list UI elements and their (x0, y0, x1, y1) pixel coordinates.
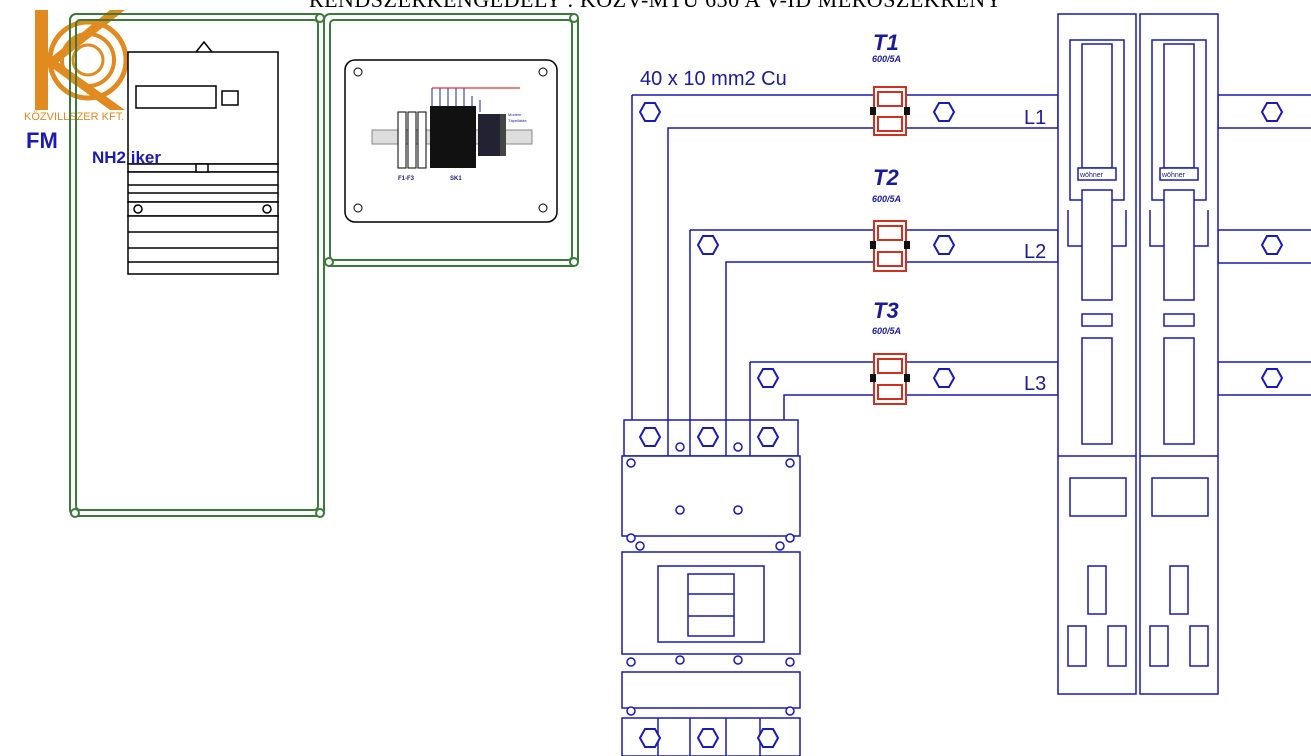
ct-t1-ratio: 600/5A (872, 54, 901, 64)
ct-t2-ratio: 600/5A (872, 194, 901, 204)
phase-l1: L1 (1024, 107, 1046, 129)
phase-l3: L3 (1024, 373, 1046, 395)
modem-label-2: Tápellátás (508, 118, 526, 123)
meter-cabinet (69, 13, 325, 518)
fuse-base-2: wöhner (1139, 13, 1219, 695)
ct-t3-ratio: 600/5A (872, 326, 901, 336)
ct-t2: T2 600/5A (870, 165, 910, 272)
phase-l2: L2 (1024, 241, 1046, 263)
modem-panel: F1-F3 SK1 Modem Tápellátás (344, 59, 558, 223)
page-title: RENDSZERKENGEDÉLY : KÖZV-MTU 630 A V-ID … (0, 0, 1311, 13)
ct-t3-name: T3 (873, 298, 899, 323)
ct-t1-name: T1 (873, 30, 899, 55)
fuse-base-1-brand: wöhner (1079, 172, 1104, 179)
fuse-label: F1-F3 (398, 176, 415, 182)
logo-company-name: KÖZVILLSZER KFT. (24, 111, 124, 123)
meter-label: NH2 iker (92, 148, 161, 167)
ct-t2-name: T2 (873, 165, 899, 190)
electricity-meter (127, 40, 279, 275)
bolts (638, 102, 1284, 388)
fuse-base-1: wöhner (1057, 13, 1137, 695)
logo-fm-text: FM (26, 128, 58, 153)
modem-cabinet (323, 13, 579, 267)
ct-t3: T3 600/5A (870, 298, 910, 405)
main-breaker (621, 419, 801, 756)
terminal-label: SK1 (450, 176, 462, 182)
busbar-label: 40 x 10 mm2 Cu (640, 68, 787, 90)
ct-t1: T1 600/5A (870, 30, 910, 136)
modem-label-1: Modem (508, 112, 522, 117)
fuse-base-2-brand: wöhner (1161, 172, 1186, 179)
